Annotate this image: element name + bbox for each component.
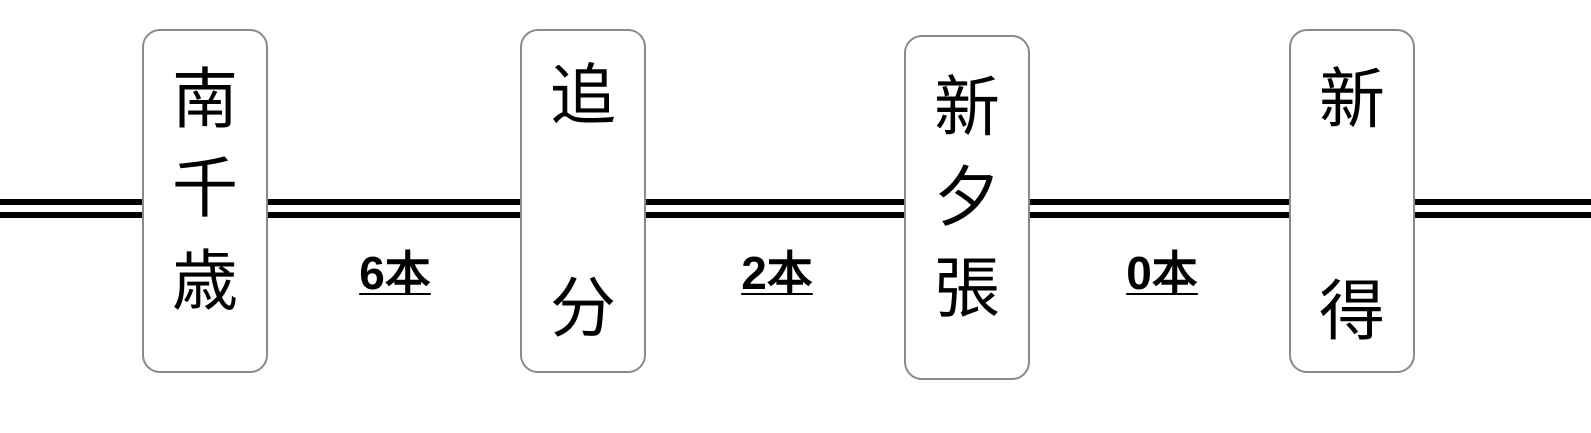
rail-line-bottom bbox=[0, 212, 1591, 218]
segment-count: 6本 bbox=[330, 250, 460, 296]
station-name-char: 夕 bbox=[934, 159, 1000, 236]
station-name-char: 得 bbox=[1319, 273, 1385, 350]
station-name-char: 新 bbox=[934, 69, 1000, 146]
rail-line-top bbox=[0, 199, 1591, 205]
station-shin-yubari: 新 夕 張 bbox=[904, 35, 1030, 380]
segment-count-label: 0本 bbox=[1126, 247, 1198, 299]
segment-count: 0本 bbox=[1097, 250, 1227, 296]
station-name-char: 追 bbox=[550, 57, 616, 134]
segment-count-label: 6本 bbox=[359, 247, 431, 299]
station-minami-chitose: 南 千 歳 bbox=[142, 29, 268, 373]
station-name-char: 張 bbox=[934, 250, 1000, 327]
station-name-char: 南 bbox=[172, 61, 238, 138]
station-name-char: 千 bbox=[172, 150, 238, 227]
station-name-char: 新 bbox=[1319, 61, 1385, 138]
segment-count-label: 2本 bbox=[741, 247, 813, 299]
station-name-char: 歳 bbox=[172, 243, 238, 320]
segment-count: 2本 bbox=[712, 250, 842, 296]
station-oiwake: 追 分 bbox=[520, 29, 646, 373]
station-shintoku: 新 得 bbox=[1289, 29, 1415, 373]
station-name-char: 分 bbox=[550, 270, 616, 347]
